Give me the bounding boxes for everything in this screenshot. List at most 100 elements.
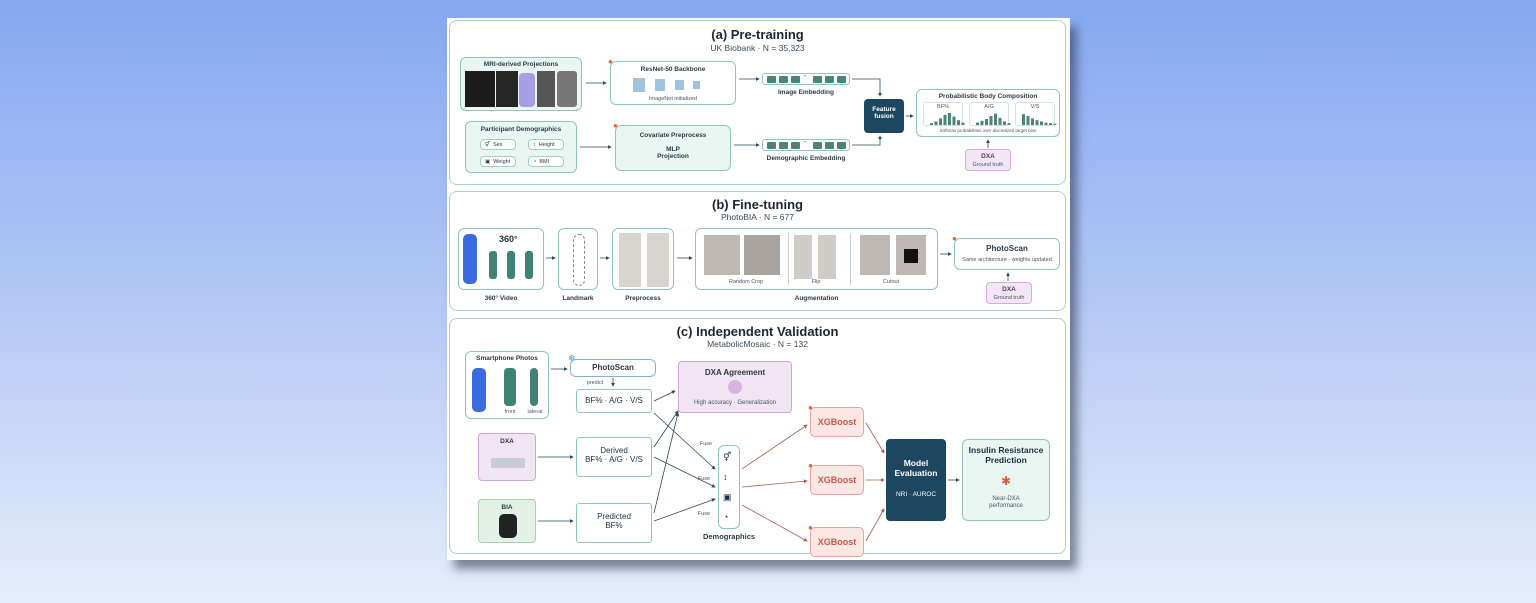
demographic-embedding-label: Demographic Embedding <box>766 155 846 162</box>
demographic-embedding-box: - <box>762 139 850 151</box>
demographics-label: Demographics <box>702 532 756 541</box>
fusion-label: Feature fusion <box>872 106 896 121</box>
demographics-box: Participant Demographics ⚥Sex ↕Height ▣W… <box>465 121 577 173</box>
xgboost-box-3: XGBoost <box>810 527 864 557</box>
aug-random-crop-label: Random Crop <box>728 279 764 285</box>
derived-box: Derived BF% · A/G · V/S <box>576 437 652 477</box>
aug-cutout-a <box>860 235 890 275</box>
preprocess-box <box>612 228 674 290</box>
backbone-title: ResNet-50 Backbone <box>640 66 706 73</box>
weight-icon: ▣ <box>723 492 732 502</box>
panel-validation: (c) Independent Validation MetabolicMosa… <box>449 318 1066 557</box>
smartphone-icon <box>463 234 477 284</box>
predict-label: predict <box>586 380 604 386</box>
bmi-icon: ◔ <box>723 512 729 522</box>
fire-icon: ● <box>808 403 813 412</box>
preprocess-image-side <box>647 233 669 287</box>
fuse-label: Fuse <box>697 511 711 517</box>
prob-caption: Softmax probabilities over discretized t… <box>939 128 1037 133</box>
histogram-bar <box>1003 121 1006 125</box>
histogram-bar <box>998 117 1002 125</box>
fuse-label: Fuse <box>699 441 713 447</box>
histogram-bar <box>1031 118 1034 125</box>
aug-random-crop-b <box>744 235 780 275</box>
hist-panel-vs: V/S <box>1015 102 1057 126</box>
preprocess-image-front <box>619 233 641 287</box>
dxa-agreement-box: DXA Agreement High accuracy · Generaliza… <box>678 361 792 413</box>
histogram-bar <box>1053 123 1057 125</box>
panel-a-title: (a) Pre-training <box>711 27 804 42</box>
fire-icon: ● <box>952 234 957 243</box>
histogram-bar <box>943 114 947 125</box>
hist-panel-ag: A/G <box>969 102 1011 126</box>
panel-b-subtitle: PhotoBIA · N = 677 <box>720 212 794 222</box>
histogram-bar <box>1044 122 1048 125</box>
augmentation-label: Augmentation <box>794 295 839 302</box>
fire-icon: ● <box>808 461 813 470</box>
histogram-bf <box>930 113 965 125</box>
mlp-label: MLP Projection <box>657 146 689 161</box>
dxa-input-box: DXA <box>478 433 536 481</box>
histogram-bar <box>934 121 938 125</box>
sex-icon: ⚥ <box>723 452 732 462</box>
body-figure-lateral <box>530 368 538 406</box>
aug-cutout-b <box>896 235 926 275</box>
smartphone-icon <box>472 368 486 412</box>
covariate-box: Covariate Preprocess MLP Projection <box>615 125 731 171</box>
height-icon: ↕ <box>723 472 728 482</box>
snowflake-icon: ❄ <box>568 353 576 363</box>
body-figure <box>525 251 533 279</box>
hist-panel-bf: BF% <box>923 102 965 126</box>
fire-icon: ● <box>613 121 618 130</box>
histogram-bar <box>1026 116 1030 125</box>
histogram-bar <box>961 122 965 125</box>
height-icon: ↕ <box>533 141 536 148</box>
histogram-ag <box>976 113 1011 125</box>
xgboost-box-1: XGBoost <box>810 407 864 437</box>
photoscan-output-box: BF% · A/G · V/S <box>576 389 652 413</box>
aug-flip-a <box>794 235 812 279</box>
histogram-bar <box>948 113 951 125</box>
covariate-title: Covariate Preprocess <box>639 132 707 139</box>
dxa-ground-truth-b: DXA Ground truth <box>986 282 1032 304</box>
panel-finetuning: (b) Fine-tuning PhotoBIA · N = 677 360° … <box>449 191 1066 311</box>
figure-paper: (a) Pre-training UK Biobank · N = 35,323… <box>447 18 1070 560</box>
histogram-bar <box>980 120 984 125</box>
panel-c-title: (c) Independent Validation <box>676 324 839 339</box>
panel-a-subtitle: UK Biobank · N = 35,323 <box>710 43 805 53</box>
panel-pretraining: (a) Pre-training UK Biobank · N = 35,323… <box>449 20 1066 185</box>
panel-a-arrows <box>580 77 990 149</box>
video-box: 360° <box>458 228 544 290</box>
histogram-bar <box>1040 121 1043 125</box>
demographics-column: ⚥ ↕ ▣ ◔ <box>718 445 740 529</box>
histogram-vs <box>1022 114 1057 125</box>
body-figure-front <box>504 368 516 406</box>
aug-flip-label: Flip <box>811 279 821 285</box>
panel-b-arrows <box>546 252 1010 281</box>
chip-weight: ▣Weight <box>480 156 516 167</box>
histogram-bar <box>989 116 993 125</box>
panel-b-title: (b) Fine-tuning <box>712 197 803 212</box>
histogram-bar <box>1022 114 1025 125</box>
aug-cutout-label: Cutout <box>882 279 900 285</box>
insulin-resistance-box: Insulin Resistance Prediction ✱ Near-DXA… <box>962 439 1050 521</box>
bia-input-box: BIA <box>478 499 536 543</box>
model-evaluation-box: Model Evaluation NRI · AUROC <box>886 439 946 521</box>
prob-title: Probabilistic Body Composition <box>938 93 1038 100</box>
histogram-bar <box>1007 123 1011 125</box>
landmark-skeleton <box>573 234 585 286</box>
histogram-bar <box>1049 123 1052 125</box>
sex-icon: ⚥ <box>485 141 490 148</box>
mri-title: MRI-derived Projections <box>483 61 559 68</box>
feature-fusion-box: Feature fusion <box>864 99 904 133</box>
fuse-label: Fuse <box>697 476 711 482</box>
histogram-bar <box>952 116 956 125</box>
histogram-bar <box>957 120 960 125</box>
photoscan-box-c: PhotoScan <box>570 359 656 377</box>
preprocess-label: Preprocess <box>625 295 661 302</box>
chip-sex: ⚥Sex <box>480 139 516 150</box>
photoscan-box-b: PhotoScan Same architecture · weights up… <box>954 238 1060 270</box>
dxa-scanner-icon <box>491 458 525 468</box>
landmark-label: Landmark <box>562 295 594 302</box>
rotation-label: 360° <box>499 234 518 244</box>
